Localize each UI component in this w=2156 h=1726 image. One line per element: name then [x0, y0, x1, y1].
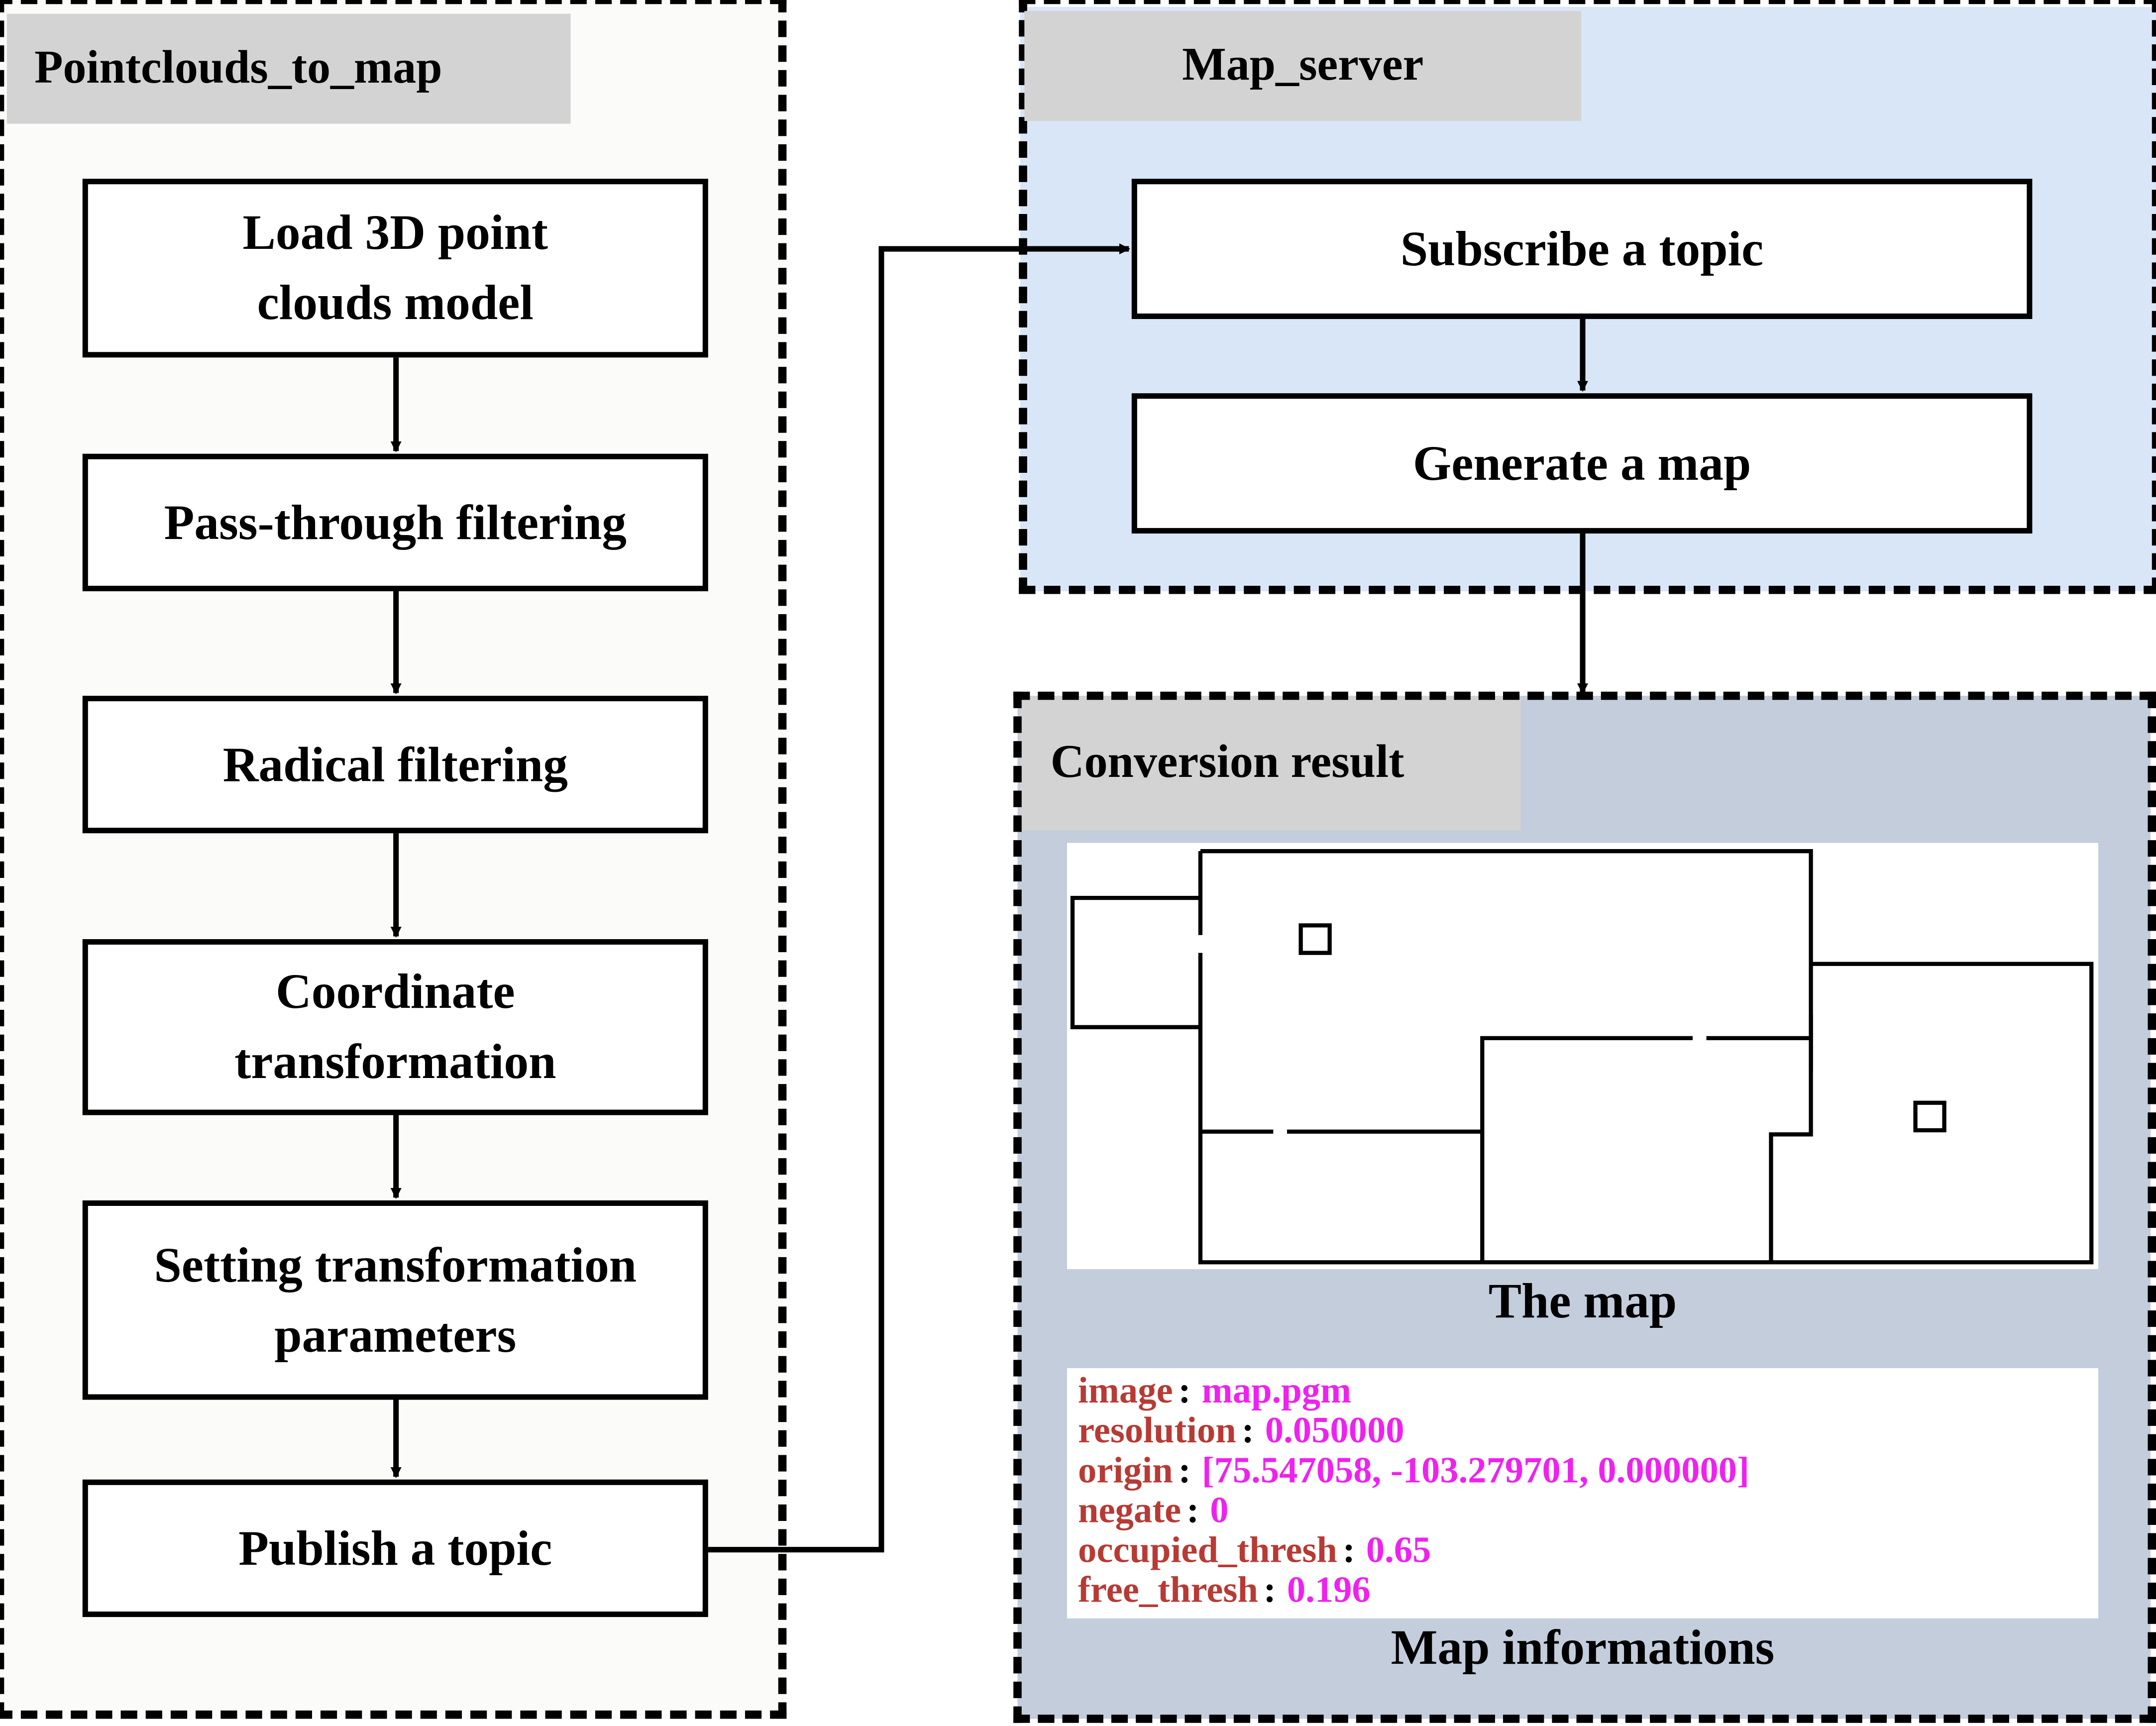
panel-title-text: Pointclouds_to_map — [34, 42, 442, 94]
step-generate-map: Generate a map — [1131, 393, 2033, 534]
info-key: origin — [1078, 1449, 1173, 1491]
step-label: Radical filtering — [222, 736, 568, 791]
info-value: map.pgm — [1201, 1369, 1352, 1411]
map-wall — [1200, 849, 1813, 1072]
info-key: free_thresh — [1078, 1569, 1258, 1611]
info-key: occupied_thresh — [1078, 1529, 1337, 1571]
map-wall — [1198, 851, 2094, 1265]
pointclouds-to-map-title: Pointclouds_to_map — [6, 13, 571, 124]
step-setting-transformation-parameters: Setting transformation parameters — [82, 1200, 708, 1400]
step-label: Coordinate transformation — [234, 964, 556, 1089]
info-key: image — [1078, 1369, 1173, 1411]
info-key: negate — [1078, 1489, 1182, 1530]
panel-title-text: Map_server — [1182, 40, 1424, 91]
info-row-occupied-thresh: occupied_thresh:0.65 — [1078, 1529, 1431, 1571]
map-caption: The map — [1488, 1273, 1677, 1328]
info-caption: Map informations — [1391, 1619, 1775, 1675]
map-wall — [1480, 1036, 1811, 1263]
map-info-box: image:map.pgm resolution:0.050000 origin… — [1067, 1368, 2099, 1618]
info-value: 0.65 — [1366, 1529, 1431, 1571]
info-row-image: image:map.pgm — [1078, 1369, 1352, 1411]
info-row-negate: negate:0 — [1078, 1489, 1229, 1530]
step-load-point-clouds: Load 3D point clouds model — [82, 179, 708, 358]
step-label: Generate a map — [1412, 435, 1751, 490]
floorplan-map — [1070, 849, 2094, 1265]
map-image — [1067, 843, 2099, 1270]
map-server-title: Map_server — [1024, 11, 1582, 121]
map-wall — [1769, 1014, 1813, 1263]
step-label: Publish a topic — [238, 1520, 552, 1575]
info-row-free-thresh: free_thresh:0.196 — [1078, 1569, 1371, 1611]
step-label: Load 3D point clouds model — [242, 205, 548, 330]
step-label: Setting transformation parameters — [154, 1237, 637, 1362]
info-value: [75.547058, -103.279701, 0.000000] — [1201, 1449, 1749, 1491]
info-value: 0.050000 — [1265, 1409, 1404, 1451]
info-row-origin: origin:[75.547058, -103.279701, 0.000000… — [1078, 1449, 1749, 1491]
info-row-resolution: resolution:0.050000 — [1078, 1409, 1404, 1451]
map-obstacle — [1298, 923, 1332, 955]
step-coordinate-transformation: Coordinate transformation — [82, 939, 708, 1115]
map-wall — [1070, 895, 1200, 1029]
step-label: Pass-through filtering — [164, 494, 627, 549]
map-obstacle — [1913, 1100, 1946, 1133]
step-subscribe-topic: Subscribe a topic — [1131, 179, 2033, 319]
info-value: 0.196 — [1287, 1569, 1371, 1611]
info-key: resolution — [1078, 1409, 1236, 1451]
info-value: 0 — [1210, 1489, 1229, 1530]
step-publish-topic: Publish a topic — [82, 1479, 708, 1618]
step-radical-filtering: Radical filtering — [82, 695, 708, 834]
step-label: Subscribe a topic — [1400, 220, 1764, 276]
step-pass-through-filtering: Pass-through filtering — [82, 453, 708, 592]
